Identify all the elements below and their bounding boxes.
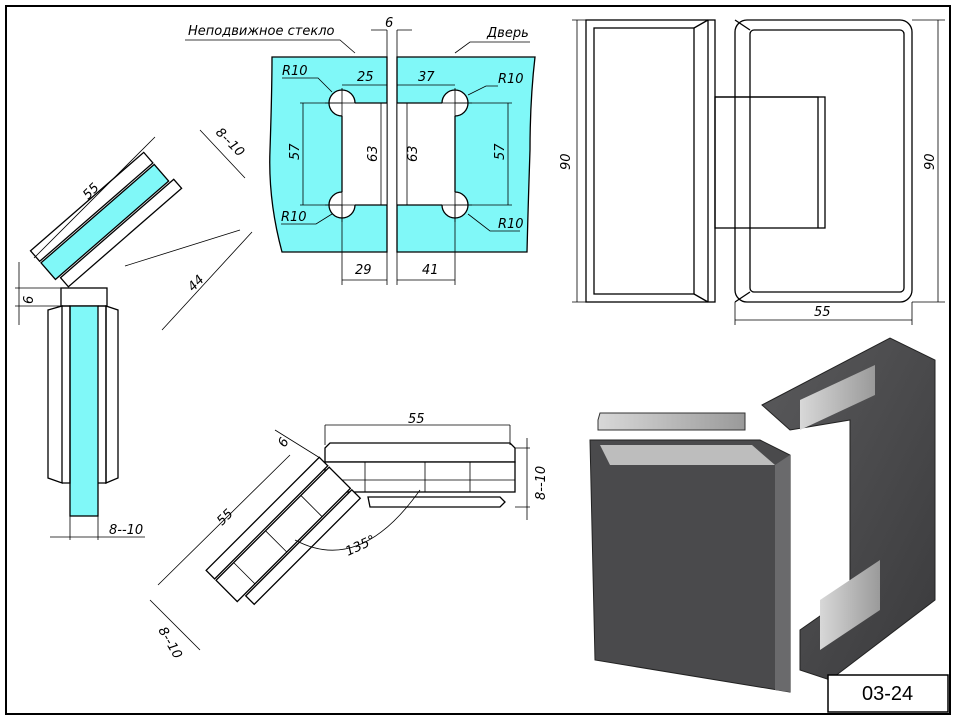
dim-left-cutout-height: 63: [366, 145, 381, 162]
dim-height-left: 90: [559, 153, 574, 170]
dim-right-cutout-height: 63: [406, 145, 421, 162]
dim-depth: 44: [185, 273, 207, 295]
dim-angle: 135°: [343, 533, 378, 560]
fixed-glass-label: Неподвижное стекло: [188, 24, 334, 39]
radius-label-br: R10: [498, 217, 524, 232]
radius-label-tr: R10: [498, 72, 524, 87]
sheet-border: [5, 5, 951, 715]
dim-gap: 6: [22, 296, 37, 304]
dim-height-right: 90: [923, 153, 938, 170]
dim-glass-thickness-right: 8--10: [534, 466, 549, 500]
dim-gap: 6: [275, 435, 292, 450]
dim-right-offset-top: 37: [418, 70, 435, 85]
dim-left-hole-spacing: 57: [288, 143, 303, 160]
dim-glass-thickness-bottom: 8--10: [109, 523, 143, 538]
drawing-code: 03-24: [862, 683, 913, 705]
side-view-180: 55 8--10 44 6 8--10: [15, 125, 253, 540]
dim-left-offset-top: 25: [357, 70, 374, 85]
door-label: Дверь: [486, 26, 529, 41]
front-view: 90 90 55: [559, 19, 945, 325]
radius-label-tl: R10: [282, 64, 308, 79]
title-block: 03-24: [827, 674, 949, 713]
dim-length-diag: 55: [214, 507, 236, 529]
dim-right-hole-spacing: 57: [493, 143, 508, 160]
dim-right-offset-bottom: 41: [422, 263, 439, 278]
dim-glass-thickness-top: 8--10: [212, 125, 247, 160]
dim-width: 55: [814, 305, 831, 320]
view-135: 55 6 8--10 55 8--10 135°: [149, 412, 549, 662]
plan-view: 6 25 37 29 41 57 57 63 63 R10 R10 R10 R1…: [185, 16, 536, 285]
dim-left-offset-bottom: 29: [355, 263, 372, 278]
radius-label-bl: R10: [281, 210, 307, 225]
hinge-3d-render: [589, 337, 936, 693]
dim-length-top: 55: [408, 412, 425, 427]
dim-gap: 6: [385, 16, 393, 31]
